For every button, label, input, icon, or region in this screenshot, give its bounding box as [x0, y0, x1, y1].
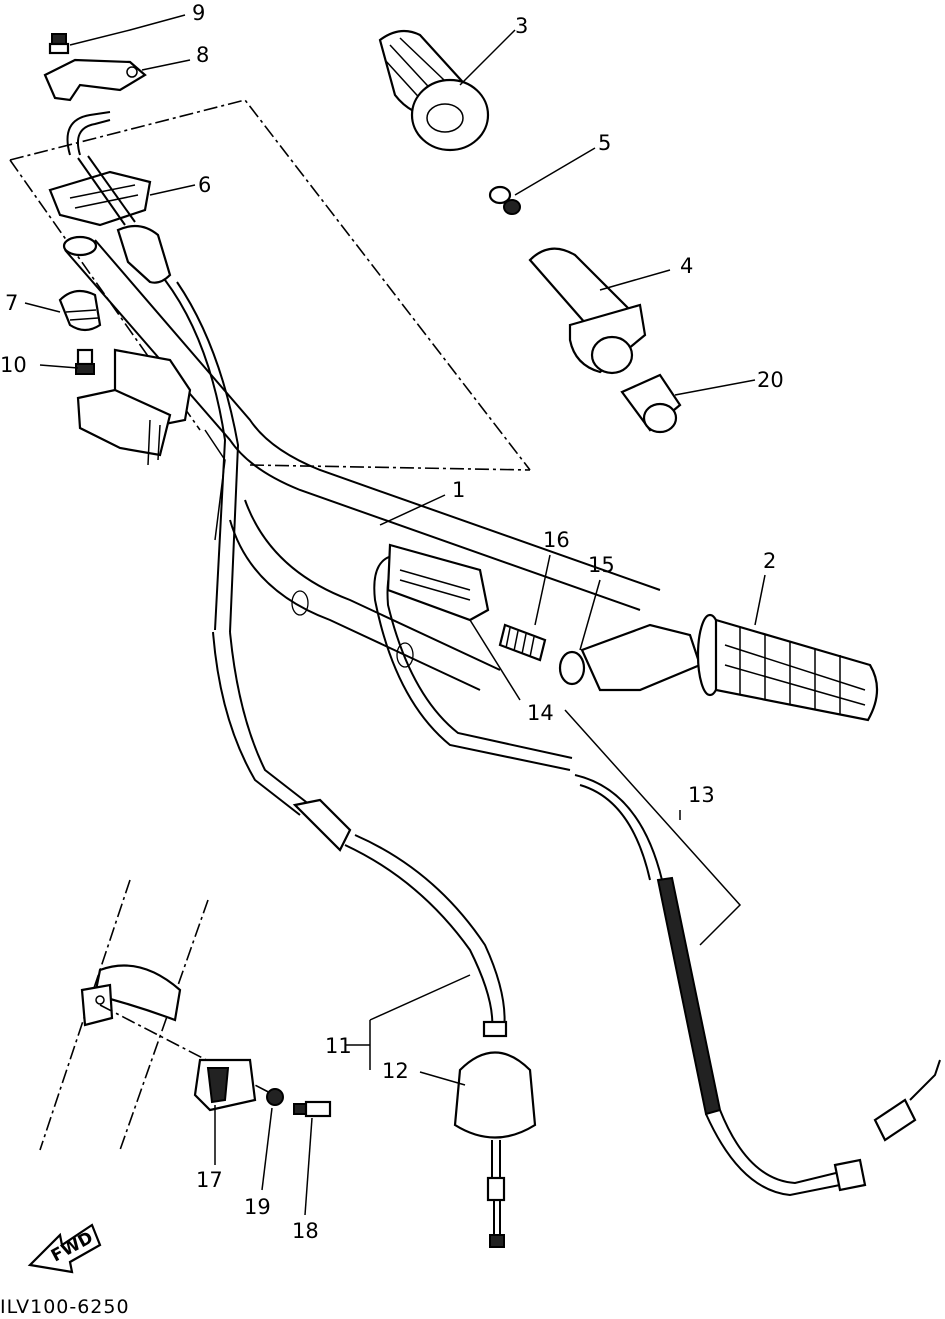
label-4: 4 — [680, 254, 693, 278]
part-10-bolt — [75, 348, 95, 375]
label-19: 19 — [244, 1195, 271, 1219]
drawing-code: ILV100-6250 — [0, 1296, 130, 1318]
label-5: 5 — [598, 131, 611, 155]
frame-tube — [39, 879, 281, 1151]
part-5-nut — [488, 185, 521, 215]
label-17: 17 — [196, 1168, 223, 1192]
part-4-throttle-tube — [528, 247, 647, 375]
part-14-lever — [386, 543, 490, 622]
part-18-screw — [293, 1100, 332, 1118]
label-13: 13 — [688, 783, 715, 807]
part-13-cable — [373, 554, 941, 1197]
label-11: 11 — [325, 1034, 352, 1058]
throttle-cable — [66, 111, 506, 1031]
switch-housing — [76, 348, 226, 541]
part-labels: 9 8 3 5 6 4 7 10 20 1 16 2 15 14 13 11 1… — [0, 1, 784, 1243]
label-16: 16 — [543, 528, 570, 552]
label-9: 9 — [192, 1, 205, 25]
label-7: 7 — [5, 291, 18, 315]
part-8-bracket — [43, 58, 147, 102]
label-2: 2 — [763, 549, 776, 573]
part-20-collar — [620, 373, 682, 434]
part-17-clamp — [193, 1058, 257, 1112]
part-19-washer — [266, 1088, 284, 1106]
part-15-collar — [558, 623, 702, 692]
part-9-screw — [48, 33, 70, 55]
label-18: 18 — [292, 1219, 319, 1243]
fwd-arrow-icon: FWD — [27, 1223, 102, 1274]
label-15: 15 — [588, 553, 615, 577]
part-12-box — [453, 1020, 537, 1248]
label-6: 6 — [198, 173, 211, 197]
label-8: 8 — [196, 43, 209, 67]
part-6-holder — [48, 170, 152, 227]
label-14: 14 — [527, 701, 554, 725]
part-16-spring — [498, 623, 547, 662]
label-20: 20 — [757, 368, 784, 392]
part-2-grip — [696, 613, 879, 722]
handlebar — [62, 235, 661, 691]
label-12: 12 — [382, 1059, 409, 1083]
leader-lines — [24, 14, 766, 1216]
part-3-grip — [378, 29, 490, 152]
label-1: 1 — [452, 478, 465, 502]
part-7-clamp — [58, 289, 102, 332]
label-3: 3 — [515, 14, 528, 38]
label-10: 10 — [0, 353, 27, 377]
